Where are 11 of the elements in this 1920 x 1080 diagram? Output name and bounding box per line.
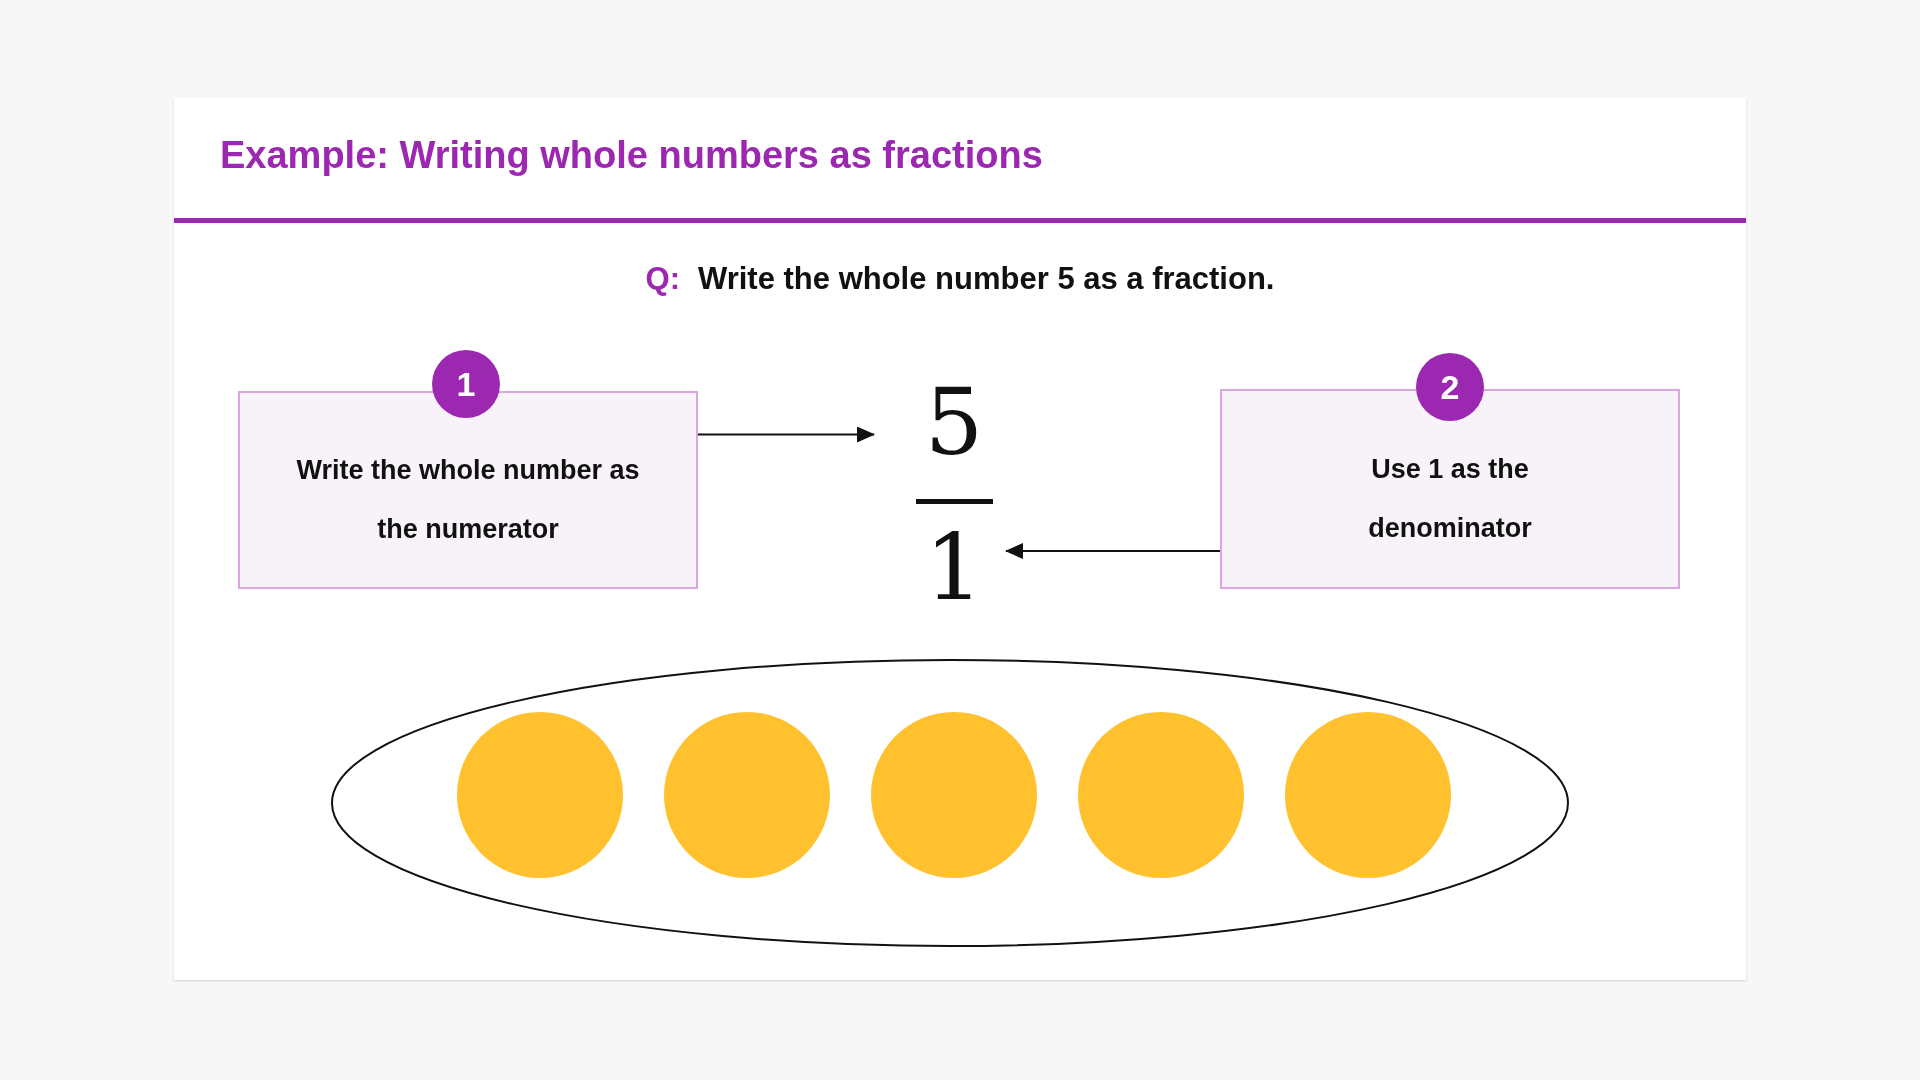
slide-title: Example: Writing whole numbers as fractions (220, 134, 1043, 177)
arrow (697, 426, 875, 443)
question-text: Write the whole number 5 as a fraction. (697, 261, 1275, 297)
step-text: Write the whole number as the numerator (295, 454, 641, 546)
fraction-numerator: 5 (924, 377, 984, 469)
step-number-badge: 1 (432, 350, 500, 418)
step-number-badge: 2 (1416, 353, 1484, 421)
fraction-denominator: 1 (924, 522, 984, 614)
arrow (1005, 543, 1221, 559)
question-label: Q: (645, 261, 680, 297)
step-text: Use 1 as the denominator (1367, 453, 1533, 545)
